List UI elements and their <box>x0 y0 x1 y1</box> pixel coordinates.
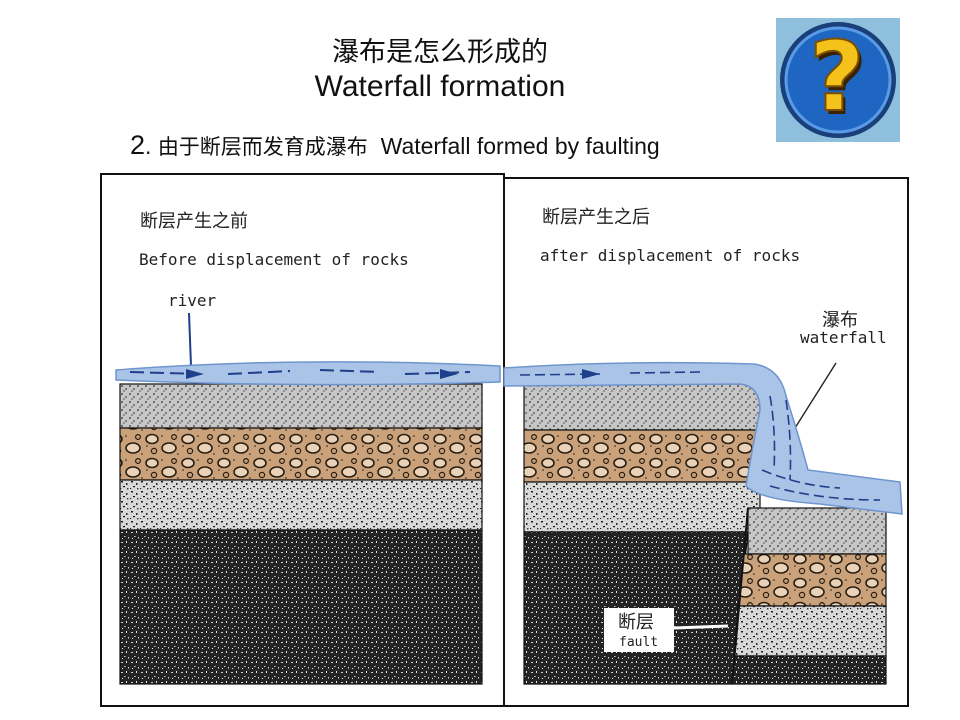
question-mark-icon[interactable]: ? ? <box>776 18 900 142</box>
before-title-chinese: 断层产生之前 <box>140 211 248 232</box>
after-lower-top-rock <box>747 507 887 555</box>
river-label: river <box>168 291 217 310</box>
after-flow-arrow <box>582 369 600 379</box>
after-lower-dark-rock <box>731 655 887 685</box>
after-upper-conglomerate <box>523 429 761 483</box>
after-river-and-waterfall <box>503 361 903 515</box>
after-upper-speckled-rock <box>523 481 761 533</box>
before-river-flow-lines <box>129 369 471 375</box>
subtitle-dot: . <box>145 133 158 159</box>
after-lower-speckled-rock <box>733 605 887 657</box>
waterfall-label-english: waterfall <box>800 328 887 347</box>
before-river-water <box>115 361 501 386</box>
river-pointer-line <box>188 312 192 367</box>
after-title-english: after displacement of rocks <box>540 246 800 265</box>
title-chinese: 瀑布是怎么形成的 <box>332 37 548 68</box>
subtitle-chinese: 由于断层而发育成瀑布 <box>157 135 368 159</box>
badge-disc <box>786 28 890 132</box>
fault-line <box>731 507 749 685</box>
waterfall-label-chinese: 瀑布 <box>822 310 858 331</box>
fault-label-english: fault <box>619 635 658 650</box>
before-layer-dark-rock <box>119 529 483 685</box>
before-layer-speckled-rock <box>119 479 483 531</box>
after-lower-conglomerate <box>737 553 887 607</box>
after-title-chinese: 断层产生之后 <box>542 207 650 228</box>
question-shadow: ? <box>812 25 868 137</box>
before-layer-top-rock <box>119 383 483 429</box>
fault-pointer-line <box>673 624 729 630</box>
question-glyph: ? <box>809 21 865 133</box>
after-upper-top-rock <box>523 383 761 431</box>
title-english: Waterfall formation <box>314 70 566 103</box>
before-layer-conglomerate <box>119 427 483 481</box>
subtitle-number: 2 <box>130 130 146 160</box>
waterfall-pointer-line <box>794 362 837 429</box>
fault-label-chinese: 断层 <box>618 612 654 633</box>
after-flow-lines <box>519 371 881 501</box>
subtitle-english: Waterfall formed by faulting <box>380 133 660 159</box>
badge-highlight <box>784 26 892 134</box>
subtitle: 2. 由于断层而发育成瀑布 Waterfall formed by faulti… <box>130 130 660 161</box>
fault-label-box <box>604 608 674 652</box>
before-title-english: Before displacement of rocks <box>139 250 409 269</box>
